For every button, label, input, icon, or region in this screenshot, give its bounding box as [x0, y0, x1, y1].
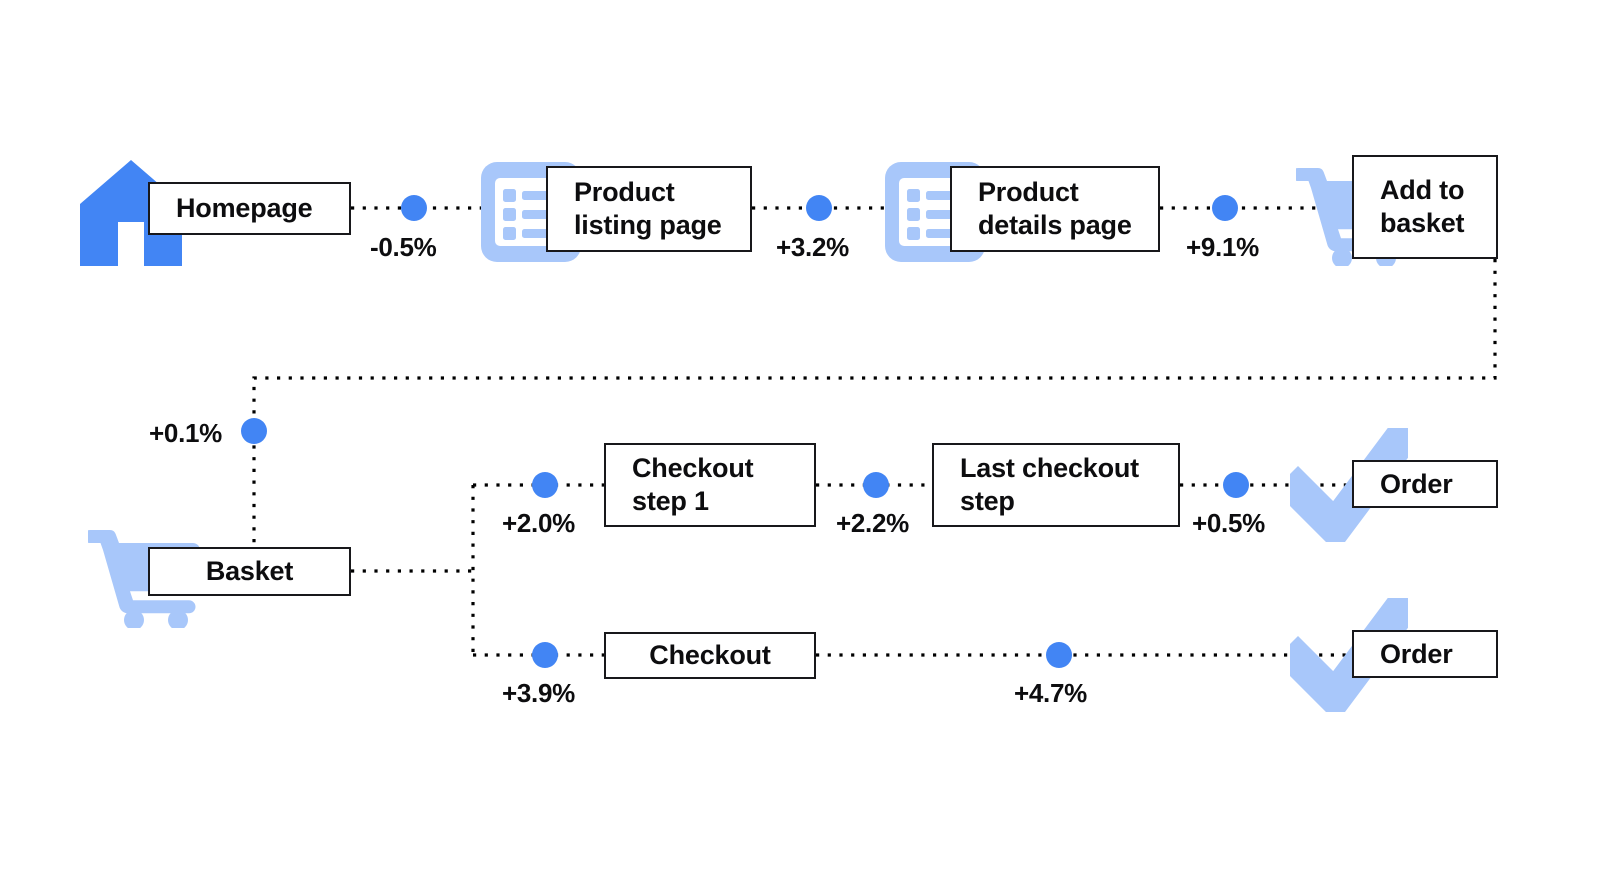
- node-order-bottom[interactable]: Order: [1352, 630, 1498, 678]
- edge-dot-basket-to-checkout-step-1[interactable]: [532, 472, 558, 498]
- edge-delta-pdp-to-add-to-basket: +9.1%: [1186, 232, 1259, 262]
- edge-dot-homepage-to-plp[interactable]: [401, 195, 427, 221]
- edge-delta-basket-to-checkout-step-1: +2.0%: [502, 508, 575, 538]
- node-label: Homepage: [176, 193, 313, 224]
- edge-dot-basket-to-checkout[interactable]: [532, 642, 558, 668]
- node-product-listing-page[interactable]: Product listing page: [546, 166, 752, 252]
- node-product-details-page[interactable]: Product details page: [950, 166, 1160, 252]
- edge-dot-checkout-step-1-to-last-step[interactable]: [863, 472, 889, 498]
- edge-delta-checkout-step-1-to-last-step: +2.2%: [836, 508, 909, 538]
- node-homepage[interactable]: Homepage: [148, 182, 351, 235]
- node-label: Add to basket: [1380, 175, 1465, 238]
- edge-dot-pdp-to-add-to-basket[interactable]: [1212, 195, 1238, 221]
- edge-delta-homepage-to-plp: -0.5%: [370, 232, 437, 262]
- edge-delta-add-to-basket-to-basket: +0.1%: [149, 418, 222, 448]
- edge-delta-checkout-to-order-bottom: +4.7%: [1014, 678, 1087, 708]
- node-label: Order: [1380, 468, 1453, 499]
- node-order-top[interactable]: Order: [1352, 460, 1498, 508]
- node-label: Checkout step 1: [632, 453, 754, 516]
- edge-dot-last-step-to-order-top[interactable]: [1223, 472, 1249, 498]
- node-basket[interactable]: Basket: [148, 547, 351, 596]
- node-label: Order: [1380, 638, 1453, 669]
- node-label: Checkout: [649, 640, 771, 671]
- edge-dot-add-to-basket-to-basket[interactable]: [241, 418, 267, 444]
- edge-delta-basket-to-checkout: +3.9%: [502, 678, 575, 708]
- edge-dot-checkout-to-order-bottom[interactable]: [1046, 642, 1072, 668]
- edge-delta-last-step-to-order-top: +0.5%: [1192, 508, 1265, 538]
- node-checkout-step-1[interactable]: Checkout step 1: [604, 443, 816, 527]
- node-label: Product listing page: [574, 177, 722, 240]
- node-checkout[interactable]: Checkout: [604, 632, 816, 679]
- edge-dot-plp-to-pdp[interactable]: [806, 195, 832, 221]
- node-label: Last checkout step: [960, 453, 1139, 516]
- node-add-to-basket[interactable]: Add to basket: [1352, 155, 1498, 259]
- node-last-checkout-step[interactable]: Last checkout step: [932, 443, 1180, 527]
- node-label: Basket: [205, 556, 294, 587]
- edge-delta-plp-to-pdp: +3.2%: [776, 232, 849, 262]
- node-label: Product details page: [978, 177, 1132, 240]
